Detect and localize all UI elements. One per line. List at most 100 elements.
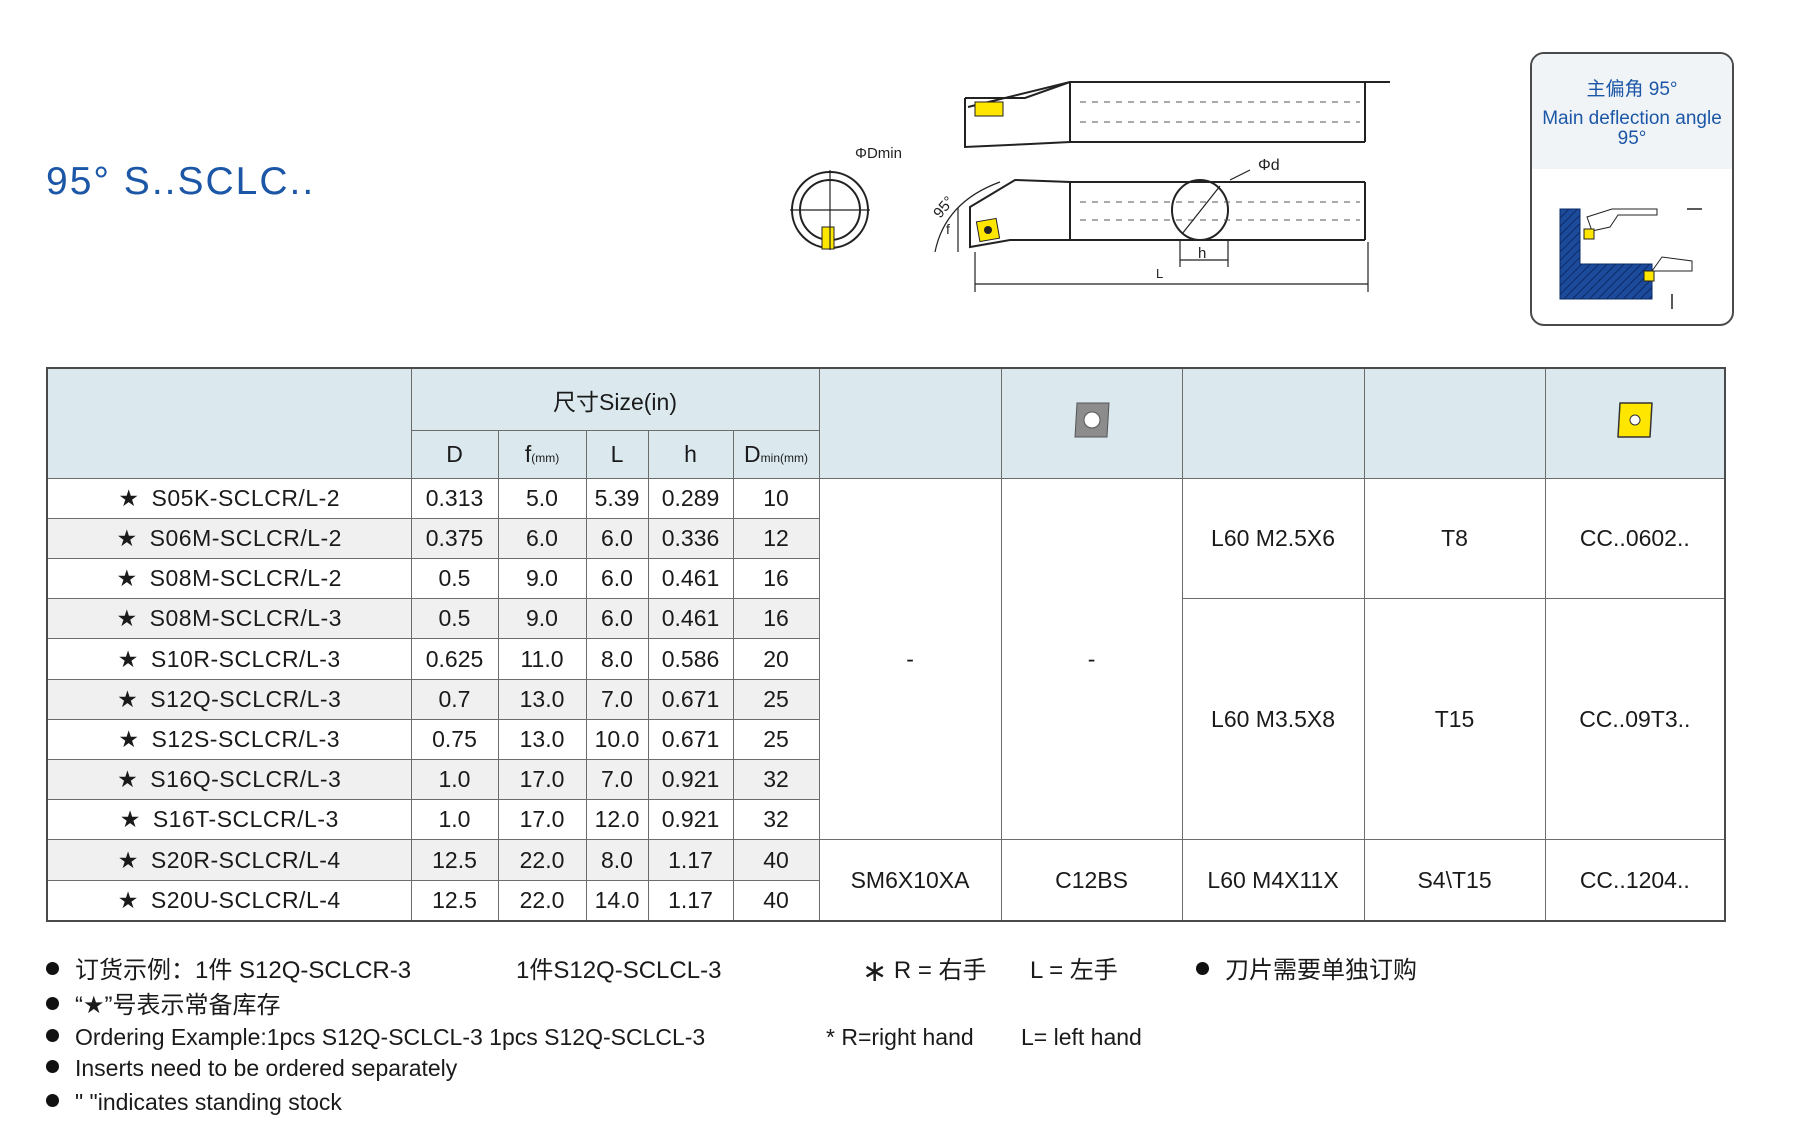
en-insert-note: Inserts need to be ordered separately bbox=[75, 1055, 458, 1081]
cell-f: 17.0 bbox=[497, 759, 587, 801]
col-dmin: Dmin(mm) bbox=[732, 430, 820, 479]
en-order-note: Ordering Example:1pcs S12Q-SCLCL-3 1pcs … bbox=[75, 1024, 706, 1050]
cell-dmin: 10 bbox=[732, 477, 820, 519]
model-name: S06M-SCLCR/L-2 bbox=[149, 524, 342, 551]
col-l: L bbox=[585, 430, 649, 479]
cell-d: 0.7 bbox=[410, 678, 499, 720]
cell-dmin: 32 bbox=[732, 799, 820, 841]
page-title: 95° S..SCLC.. bbox=[46, 160, 316, 203]
cell-d: 0.375 bbox=[410, 517, 499, 560]
cell-dmin: 20 bbox=[732, 638, 820, 680]
model-cell: ★ S05K-SCLCR/L-2 bbox=[46, 477, 412, 519]
cell-d: 0.5 bbox=[410, 557, 499, 600]
zh-hand-r: R = 右手 bbox=[893, 957, 987, 984]
cell-d: 0.625 bbox=[410, 638, 499, 680]
cell-l: 6.0 bbox=[585, 517, 649, 560]
cell-h: 0.586 bbox=[647, 638, 734, 680]
cell-d: 0.75 bbox=[410, 718, 499, 761]
bullet-icon bbox=[46, 1029, 59, 1043]
cell-f: 9.0 bbox=[497, 598, 587, 640]
model-name: S05K-SCLCR/L-2 bbox=[151, 484, 341, 511]
shim-screw-header bbox=[818, 367, 1002, 479]
stock-star-icon: ★ bbox=[117, 685, 139, 712]
zh-hand-star: ∗ bbox=[862, 955, 888, 989]
insert-icon bbox=[1617, 402, 1653, 439]
stock-star-icon: ★ bbox=[117, 886, 139, 913]
model-cell: ★ S12Q-SCLCR/L-3 bbox=[46, 678, 412, 720]
deflection-diagram-icon bbox=[1559, 208, 1702, 309]
cell-f: 6.0 bbox=[497, 517, 587, 560]
stock-star-icon: ★ bbox=[116, 524, 138, 551]
screw-cell: L60 M3.5X8 bbox=[1181, 598, 1365, 841]
screw-header bbox=[1181, 367, 1365, 479]
cell-h: 0.461 bbox=[647, 598, 734, 640]
model-name: S10R-SCLCR/L-3 bbox=[150, 645, 341, 672]
model-cell: ★ S20U-SCLCR/L-4 bbox=[46, 879, 412, 922]
screw-cell: L60 M2.5X6 bbox=[1181, 477, 1365, 600]
cell-d: 0.313 bbox=[410, 477, 499, 519]
cell-h: 0.671 bbox=[647, 718, 734, 761]
h-label: h bbox=[1198, 245, 1206, 262]
model-name: S20R-SCLCR/L-4 bbox=[150, 846, 341, 873]
stock-star-icon: ★ bbox=[117, 846, 139, 873]
model-cell: ★ S06M-SCLCR/L-2 bbox=[46, 517, 412, 560]
stock-star-icon: ★ bbox=[117, 645, 139, 672]
size-header: 尺寸Size(in) bbox=[410, 367, 820, 432]
cell-l: 7.0 bbox=[585, 759, 649, 801]
key-cell: T8 bbox=[1363, 477, 1546, 600]
cell-l: 7.0 bbox=[585, 678, 649, 720]
en-hand-r: * R=right hand bbox=[826, 1024, 974, 1050]
spec-table: 尺寸Size(in) D f(mm) L h Dmin(mm) ★S05K-SC… bbox=[46, 367, 1727, 922]
deflection-zh: 主偏角 95° bbox=[1586, 79, 1678, 100]
model-name: S16T-SCLCR/L-3 bbox=[152, 806, 339, 833]
deflection-angle-box: 主偏角 95° Main deflection angle 95° bbox=[1530, 52, 1734, 326]
cell-dmin: 40 bbox=[732, 879, 820, 922]
bullet-icon bbox=[1196, 962, 1209, 976]
zh-order-note: 订货示例：1件 S12Q-SCLCR-3 bbox=[75, 957, 412, 984]
bullet-icon bbox=[46, 1060, 59, 1074]
cell-l: 12.0 bbox=[585, 799, 649, 841]
cell-f: 17.0 bbox=[497, 799, 587, 841]
shim-screw-cell: - bbox=[818, 477, 1002, 841]
model-name: S20U-SCLCR/L-4 bbox=[150, 886, 341, 913]
cell-l: 8.0 bbox=[585, 839, 649, 881]
model-name: S08M-SCLCR/L-3 bbox=[149, 605, 342, 632]
deflection-en: Main deflection angle 95° bbox=[1542, 108, 1722, 149]
cell-h: 0.921 bbox=[647, 799, 734, 841]
l-label: L bbox=[1156, 266, 1163, 281]
cell-dmin: 32 bbox=[732, 759, 820, 801]
model-name: S12Q-SCLCR/L-3 bbox=[150, 685, 342, 712]
cell-h: 0.336 bbox=[647, 517, 734, 560]
angle-label: 95° bbox=[930, 193, 958, 221]
zh-order-second: 1件S12Q-SCLCL-3 bbox=[516, 957, 722, 984]
cell-h: 1.17 bbox=[647, 839, 734, 881]
cell-f: 9.0 bbox=[497, 557, 587, 600]
shim-cell: C12BS bbox=[1000, 839, 1183, 922]
en-hand-l: L= left hand bbox=[1021, 1024, 1142, 1050]
model-name: S16Q-SCLCR/L-3 bbox=[150, 766, 342, 793]
insert-cell: CC..1204.. bbox=[1544, 839, 1726, 922]
insert-cell: CC..0602.. bbox=[1544, 477, 1726, 600]
cell-dmin: 16 bbox=[732, 598, 820, 640]
stock-star-icon: ★ bbox=[116, 565, 138, 592]
cell-f: 13.0 bbox=[497, 718, 587, 761]
cell-dmin: 25 bbox=[732, 678, 820, 720]
col-h: h bbox=[647, 430, 734, 479]
cell-h: 0.671 bbox=[647, 678, 734, 720]
d-label: Φd bbox=[1258, 157, 1280, 174]
shim-icon bbox=[1074, 402, 1110, 438]
cell-h: 0.461 bbox=[647, 557, 734, 600]
model-cell: ★ S20R-SCLCR/L-4 bbox=[46, 839, 412, 881]
insert-cell: CC..09T3.. bbox=[1544, 598, 1726, 841]
dmin-label: ΦDmin bbox=[855, 145, 902, 162]
model-name: S12S-SCLCR/L-3 bbox=[151, 725, 341, 752]
cell-f: 11.0 bbox=[497, 638, 587, 680]
cell-dmin: 40 bbox=[732, 839, 820, 881]
stock-star-icon: ★ bbox=[118, 484, 140, 511]
model-cell: ★S16T-SCLCR/L-3 bbox=[46, 799, 412, 841]
